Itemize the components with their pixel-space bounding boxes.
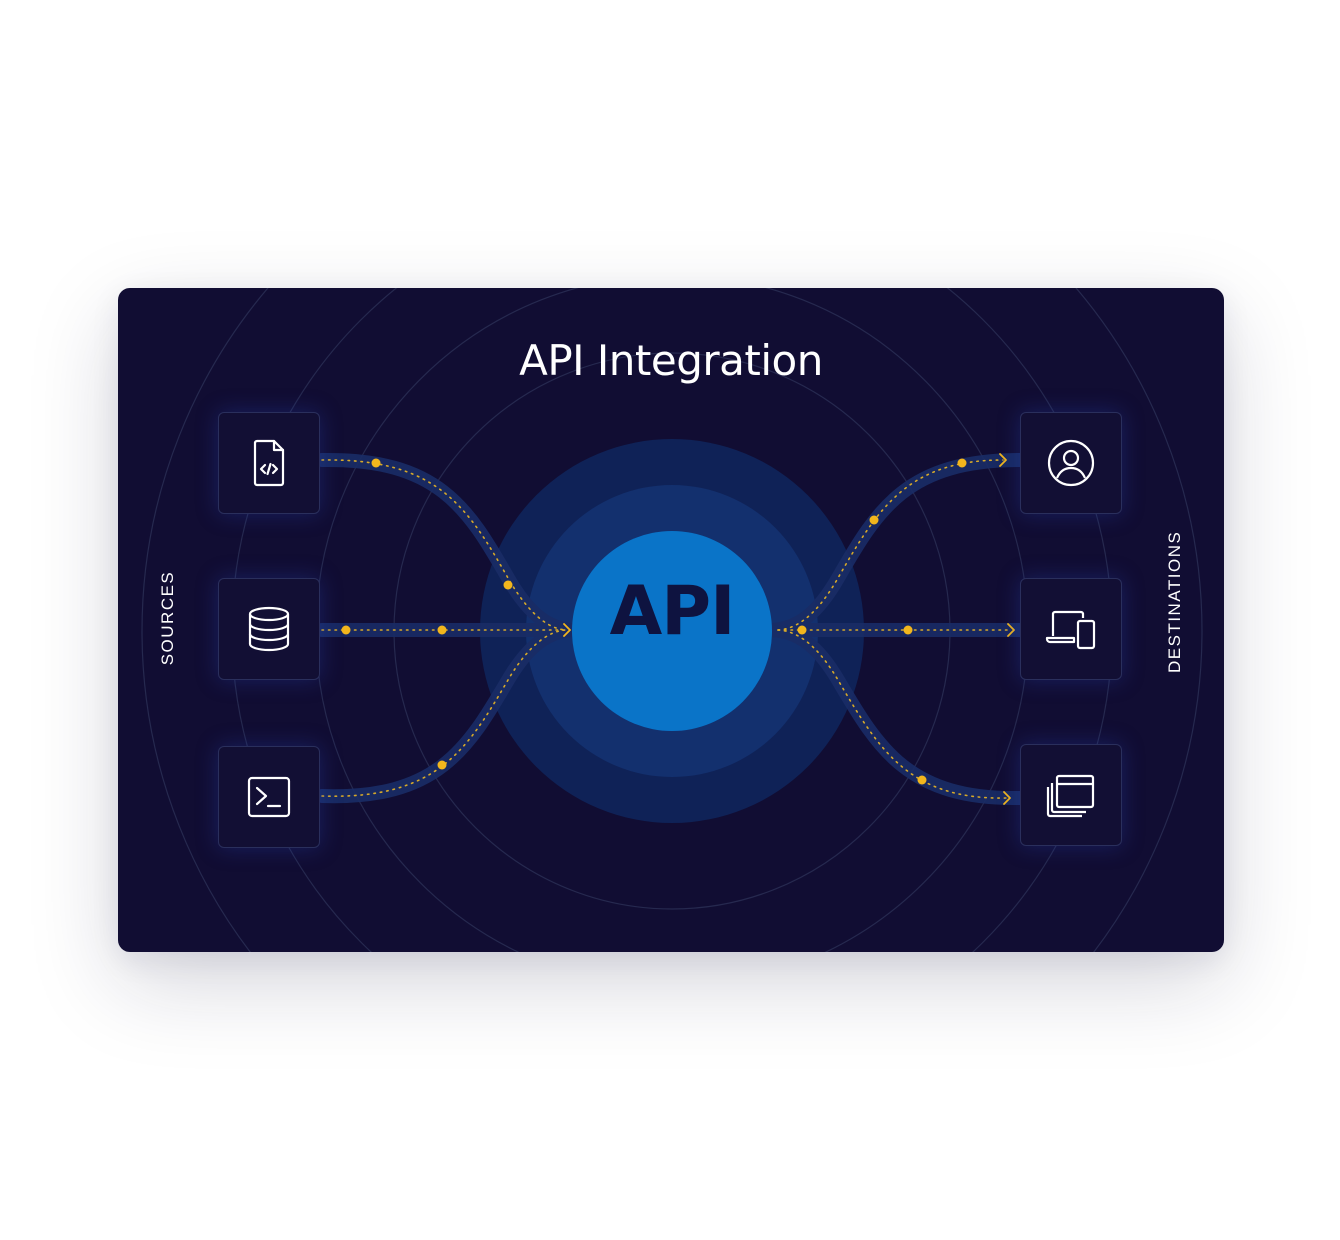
destination-node-user bbox=[1020, 412, 1122, 514]
database-icon bbox=[248, 606, 290, 652]
destination-node-devices bbox=[1020, 578, 1122, 680]
source-node-database bbox=[218, 578, 320, 680]
laptop-phone-icon bbox=[1045, 610, 1096, 650]
code-file-icon bbox=[253, 439, 285, 487]
arrowheads bbox=[563, 453, 1015, 805]
user-circle-icon bbox=[1047, 439, 1095, 487]
terminal-icon bbox=[247, 776, 291, 818]
diagram-card: API Integration SOURCES DESTINATIONS API bbox=[118, 288, 1224, 952]
destinations-label: DESTINATIONS bbox=[1165, 530, 1184, 673]
sources-label: SOURCES bbox=[158, 570, 177, 666]
source-node-code-file bbox=[218, 412, 320, 514]
flow-lines bbox=[321, 459, 1012, 799]
destination-node-windows bbox=[1020, 744, 1122, 846]
diagram-title: API Integration bbox=[519, 336, 823, 385]
browser-windows-icon bbox=[1046, 774, 1095, 818]
api-hub-label: API bbox=[609, 572, 736, 651]
source-node-terminal bbox=[218, 746, 320, 848]
hub-core bbox=[572, 531, 772, 731]
diagram-background bbox=[141, 288, 1203, 952]
flow-dots bbox=[341, 458, 967, 785]
